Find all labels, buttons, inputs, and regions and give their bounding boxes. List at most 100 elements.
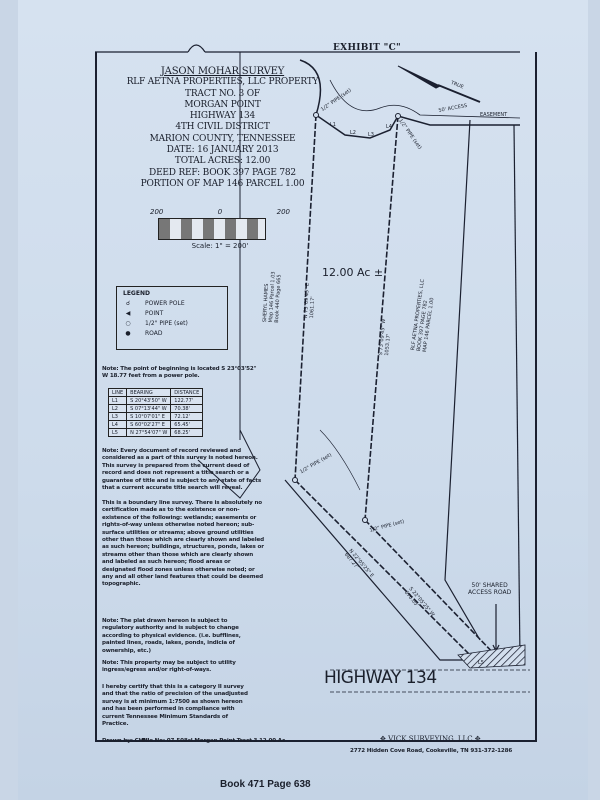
legend-item: ● ROAD	[123, 330, 221, 337]
title-line: 4TH CIVIL DISTRICT	[175, 122, 270, 133]
header-cell: DISTANCE	[170, 388, 204, 397]
header-cell: BEARING	[126, 388, 172, 397]
access-easement-line	[329, 79, 521, 119]
cell: 68.25'	[170, 428, 204, 437]
cell: S 60°02'27" E	[126, 420, 172, 429]
creek-line	[319, 429, 361, 491]
pipe-marker	[395, 113, 401, 119]
certification: I hereby certify that this is a category…	[102, 684, 248, 728]
cell: L2	[107, 404, 128, 413]
scale-caption: Scale: 1" = 200'	[191, 242, 249, 250]
east-boundary	[364, 115, 399, 521]
west-boundary	[294, 114, 317, 481]
title-line: MARION COUNTY, TENNESSEE	[149, 133, 296, 144]
cell: 65.45'	[170, 420, 204, 429]
cell: 72.12'	[170, 412, 204, 421]
title-line: DEED REF: BOOK 397 PAGE 782	[149, 167, 296, 178]
line-label-l3: L3	[368, 132, 374, 138]
shared-road-arrow	[492, 604, 500, 653]
east-border-inner	[513, 124, 521, 661]
north-arrow-icon	[397, 65, 481, 103]
road-icon: ●	[125, 330, 131, 337]
shared-access-road-hatch	[457, 644, 526, 669]
cell: L1	[107, 396, 128, 405]
legend-label: POINT	[145, 310, 164, 317]
north-boundary-road	[299, 59, 520, 139]
scale-mid: 0	[217, 208, 223, 216]
title-line: PORTION OF MAP 146 PARCEL 1.00	[140, 178, 305, 189]
note-utility: Note: This property may be subject to ut…	[102, 660, 236, 674]
point-icon: ◀	[125, 310, 131, 317]
company-text: VICK SURVEYING, LLC	[388, 735, 473, 743]
scale-left: 200	[150, 208, 164, 216]
cell: S 07°13'44" W	[126, 404, 172, 413]
pipe-marker	[292, 477, 298, 483]
legend-item: ○ 1/2" PIPE (set)	[123, 320, 221, 327]
cell: L3	[107, 412, 128, 421]
line-label-l1: L1	[330, 122, 336, 128]
shared-road-line: ACCESS ROAD	[468, 589, 512, 596]
legend-label: POWER POLE	[145, 300, 185, 307]
legend-item: ◀ POINT	[123, 310, 221, 317]
cell: 70.38'	[170, 404, 204, 413]
line-label-l4: L4	[386, 124, 392, 130]
cell: N 27°54'07" W	[126, 428, 172, 437]
easement-label: EASEMENT	[480, 112, 508, 118]
book-page-footer: Book 471 Page 638	[220, 779, 311, 790]
cell: S 10°07'01" E	[126, 412, 172, 421]
top-border-notch	[95, 44, 520, 53]
highway-label: HIGHWAY 134	[324, 668, 437, 688]
title-line: MORGAN POINT	[184, 99, 261, 110]
cell: S 20°43'50" W	[126, 396, 172, 405]
company-logo-icon: ✥	[380, 735, 389, 743]
survey-title: JASON MOHAR SURVEY	[160, 66, 285, 77]
scale-graphic	[158, 218, 266, 240]
legend-label: ROAD	[145, 330, 163, 337]
sw-boundary	[294, 479, 476, 661]
legend-label: 1/2" PIPE (set)	[145, 320, 188, 327]
shared-road-line: 50' SHARED	[471, 582, 508, 589]
note-boundary: This is a boundary line survey. There is…	[102, 500, 264, 588]
scale-right: 200	[276, 208, 290, 216]
line-label-l2: L2	[350, 130, 356, 136]
east-neighbor-line	[444, 119, 481, 641]
title-line: TOTAL ACRES: 12.00	[174, 156, 271, 167]
pipe-marker	[313, 112, 319, 118]
legend-title: LEGEND	[123, 290, 150, 297]
drawn-by: Drawn by: CHN	[102, 738, 148, 744]
line-label-l5: L5	[478, 660, 484, 666]
pipe-icon: ○	[125, 320, 131, 327]
company-logo-icon: ✥	[472, 735, 481, 743]
title-line: RLF AETNA PROPERTIES, LLC PROPERTY	[126, 77, 319, 88]
title-line: TRACT NO. 3 OF	[185, 88, 260, 99]
title-line: HIGHWAY 134	[189, 111, 256, 122]
scale-bar: 200 0 200 Scale: 1" = 200'	[150, 208, 290, 250]
company-name: ✥ VICK SURVEYING, LLC ✥	[380, 735, 481, 743]
cell: L4	[107, 420, 128, 429]
property-notch	[197, 52, 261, 499]
title-line: DATE: 16 JANUARY 2013	[166, 145, 279, 156]
pipe-marker	[362, 517, 368, 523]
legend-item: ☌ POWER POLE	[123, 300, 221, 307]
header-cell: LINE	[107, 388, 128, 397]
power-pole-icon: ☌	[125, 300, 131, 307]
note-point-of-beginning: Note: The point of beginning is located …	[102, 366, 257, 380]
file-number: File No: 07-508cl Morgan Point Tract 3 1…	[142, 738, 286, 744]
exhibit-border	[95, 52, 537, 742]
title-block: JASON MOHAR SURVEY RLF AETNA PROPERTIES,…	[100, 66, 345, 190]
company-address: 2772 Hidden Cove Road, Cookeville, TN 93…	[350, 748, 513, 754]
legend: LEGEND ☌ POWER POLE ◀ POINT ○ 1/2" PIPE (se…	[116, 286, 228, 350]
exhibit-label: EXHIBIT "C"	[333, 43, 402, 53]
cell: L5	[107, 428, 128, 437]
